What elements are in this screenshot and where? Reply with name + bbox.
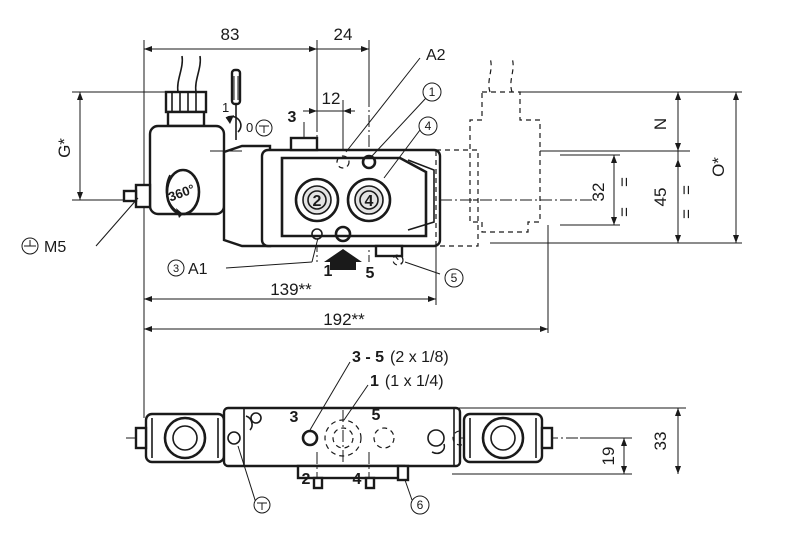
callout-5	[444, 268, 464, 288]
callout-4-text: 4	[425, 119, 432, 133]
dim-n: N	[651, 118, 670, 130]
callout-1-text: 1	[429, 85, 436, 99]
dim-32-eq2: =	[615, 207, 634, 217]
label-a2: A2	[426, 47, 446, 64]
bottom-port5-label: 5	[372, 407, 381, 424]
port1-label: 1	[324, 263, 333, 280]
dim-24: 24	[334, 25, 353, 44]
dim-45-eq: =	[677, 185, 696, 195]
dim-32: 32	[589, 183, 608, 202]
valve-body-top	[222, 122, 479, 270]
callout-5-text: 5	[451, 271, 458, 285]
port5-label: 5	[366, 265, 375, 282]
bottom-port2-label: 2	[302, 471, 311, 488]
screwdriver-icon	[225, 68, 242, 140]
connector-outline-dashed	[469, 57, 541, 233]
label-a1: A1	[188, 261, 208, 278]
callout-4	[418, 116, 438, 136]
leader-lines-bottom	[237, 361, 413, 504]
label-c3: 3	[173, 263, 179, 275]
dim-19: 19	[599, 447, 618, 466]
port1-spec: 1(1 x 1/4)	[370, 373, 444, 390]
label-m5: M5	[44, 239, 66, 256]
callout-6-text: 6	[417, 498, 424, 512]
callout-1	[422, 82, 442, 102]
ground-symbol-a1	[167, 259, 185, 277]
dim-45-eq2: =	[677, 209, 696, 219]
bottom-port4-label: 4	[353, 471, 362, 488]
dim-32-eq: =	[615, 177, 634, 187]
dim-33: 33	[651, 432, 670, 451]
bottom-port3-label: 3	[290, 409, 299, 426]
dim-139: 139**	[270, 280, 312, 299]
lever-1-label: 1	[222, 100, 229, 115]
dim-g: G*	[55, 138, 74, 158]
dim-192: 192**	[323, 310, 365, 329]
port3-label: 3	[288, 109, 297, 126]
dim-12: 12	[322, 89, 341, 108]
leader-lines	[210, 57, 441, 275]
dimension-lines	[72, 40, 742, 418]
port4-label: 4	[365, 193, 374, 210]
dim-o: O*	[709, 157, 728, 177]
dim-83: 83	[221, 25, 240, 44]
solenoid-coil	[95, 55, 226, 247]
port2-label: 2	[313, 193, 322, 210]
valve-body-bottom	[126, 406, 686, 490]
callout-6	[410, 495, 430, 515]
lever-0-label: 0	[246, 120, 253, 135]
ports35-spec: 3 - 5(2 x 1/8)	[352, 349, 449, 366]
dim-45: 45	[651, 188, 670, 207]
